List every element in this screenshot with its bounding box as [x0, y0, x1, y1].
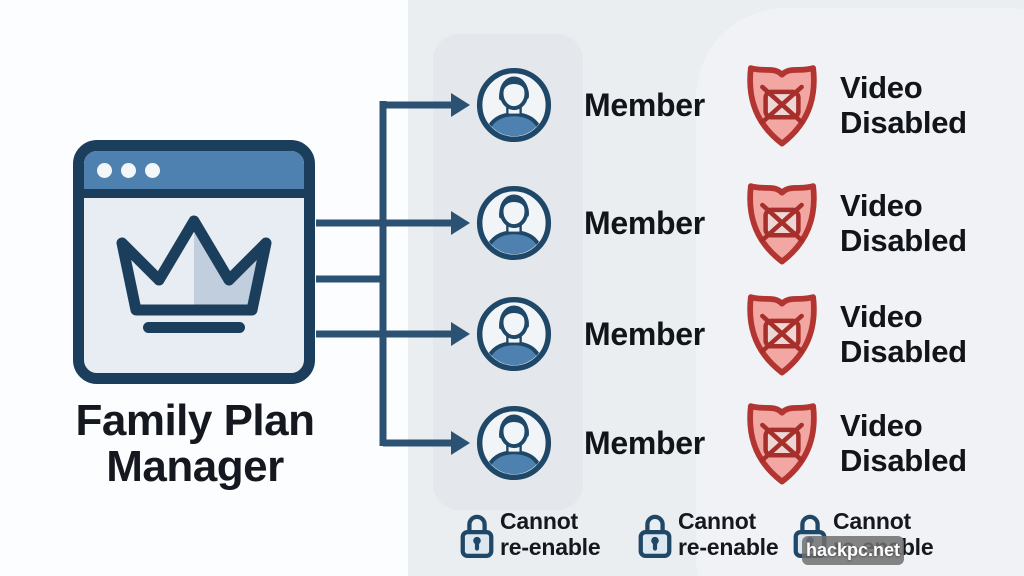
status-label: Video Disabled — [840, 188, 1020, 258]
member-label: Member — [584, 87, 705, 123]
page-title: Family Plan Manager — [50, 398, 340, 490]
window-dot-icon — [97, 162, 112, 178]
status-line-1: Video — [840, 70, 923, 105]
watermark-badge: hackpc.net — [802, 536, 904, 565]
status-line-2: Disabled — [840, 443, 967, 478]
status-line-1: Video — [840, 299, 923, 334]
window-body — [84, 198, 304, 342]
lock-label-line-2: re-enable — [678, 534, 779, 560]
video-disabled-shield-icon — [741, 286, 823, 382]
video-disabled-shield-icon — [741, 57, 823, 153]
window-dot-icon — [145, 162, 160, 178]
status-label: Video Disabled — [840, 408, 1020, 478]
lock-label-line-1: Cannot — [500, 508, 579, 534]
lock-label-line-1: Cannot — [678, 508, 757, 534]
lock-icon — [636, 508, 674, 560]
status-line-1: Video — [840, 408, 923, 443]
status-label: Video Disabled — [840, 299, 1020, 369]
title-line-1: Family Plan — [75, 396, 315, 445]
member-label: Member — [584, 316, 705, 352]
window-titlebar — [84, 151, 304, 198]
member-avatar-icon — [475, 295, 553, 373]
member-label: Member — [584, 425, 705, 461]
cannot-reenable-label: Cannot re-enable — [678, 508, 818, 560]
status-line-2: Disabled — [840, 223, 967, 258]
lock-icon — [458, 508, 496, 560]
cannot-reenable-label: Cannot re-enable — [500, 508, 640, 560]
crown-icon — [116, 215, 272, 333]
member-avatar-icon — [475, 404, 553, 482]
video-disabled-shield-icon — [741, 175, 823, 271]
status-line-2: Disabled — [840, 334, 967, 369]
member-avatar-icon — [475, 184, 553, 262]
title-line-2: Manager — [106, 442, 284, 491]
status-line-2: Disabled — [840, 105, 967, 140]
lock-label-line-1: Cannot — [833, 508, 912, 534]
window-dot-icon — [121, 162, 136, 178]
member-avatar-icon — [475, 66, 553, 144]
status-label: Video Disabled — [840, 70, 1020, 140]
watermark-text: hackpc.net — [805, 540, 901, 560]
video-disabled-shield-icon — [741, 395, 823, 491]
status-line-1: Video — [840, 188, 923, 223]
member-label: Member — [584, 205, 705, 241]
browser-window-icon — [73, 140, 315, 384]
lock-label-line-2: re-enable — [500, 534, 601, 560]
